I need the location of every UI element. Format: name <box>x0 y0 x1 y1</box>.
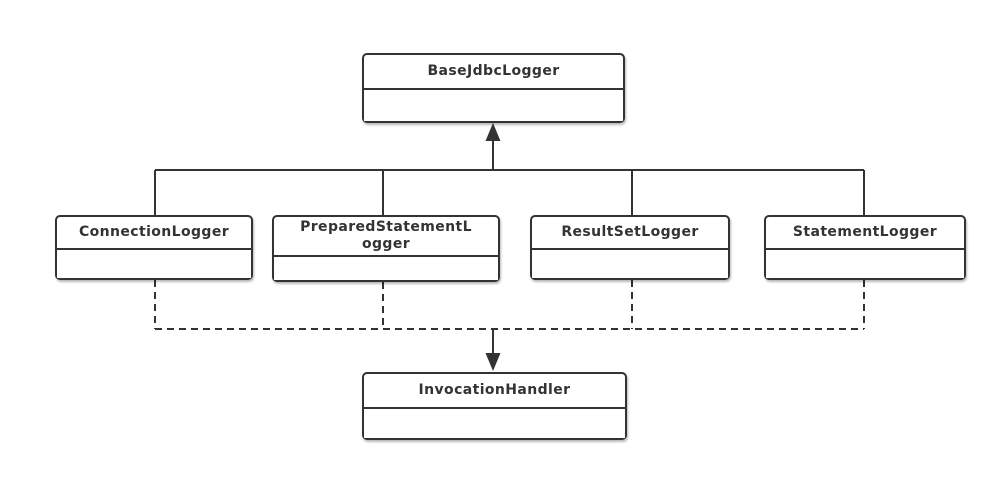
class-empty-compartment <box>274 257 498 280</box>
class-box-preparedstatementlogger: PreparedStatementLogger <box>272 215 500 282</box>
arrow-up-icon <box>485 123 501 141</box>
class-name-label: InvocationHandler <box>364 374 625 409</box>
class-empty-compartment <box>57 250 251 278</box>
class-box-basejdbclogger: BaseJdbcLogger <box>362 53 625 123</box>
class-name-label: ConnectionLogger <box>57 217 251 250</box>
class-box-connectionlogger: ConnectionLogger <box>55 215 253 280</box>
generalization-connector <box>154 123 865 216</box>
class-box-resultsetlogger: ResultSetLogger <box>530 215 730 280</box>
class-name-label: BaseJdbcLogger <box>364 55 623 90</box>
class-box-statementlogger: StatementLogger <box>764 215 966 280</box>
dependency-connector <box>154 280 865 330</box>
class-empty-compartment <box>364 409 625 438</box>
class-empty-compartment <box>364 90 623 121</box>
arrow-down-icon <box>485 353 501 371</box>
class-name-label: PreparedStatementLogger <box>274 217 498 257</box>
class-box-invocationhandler: InvocationHandler <box>362 372 627 440</box>
class-empty-compartment <box>766 250 964 278</box>
dependency-arrow-segment <box>485 329 501 371</box>
class-empty-compartment <box>532 250 728 278</box>
class-name-label: StatementLogger <box>766 217 964 250</box>
class-name-label: ResultSetLogger <box>532 217 728 250</box>
